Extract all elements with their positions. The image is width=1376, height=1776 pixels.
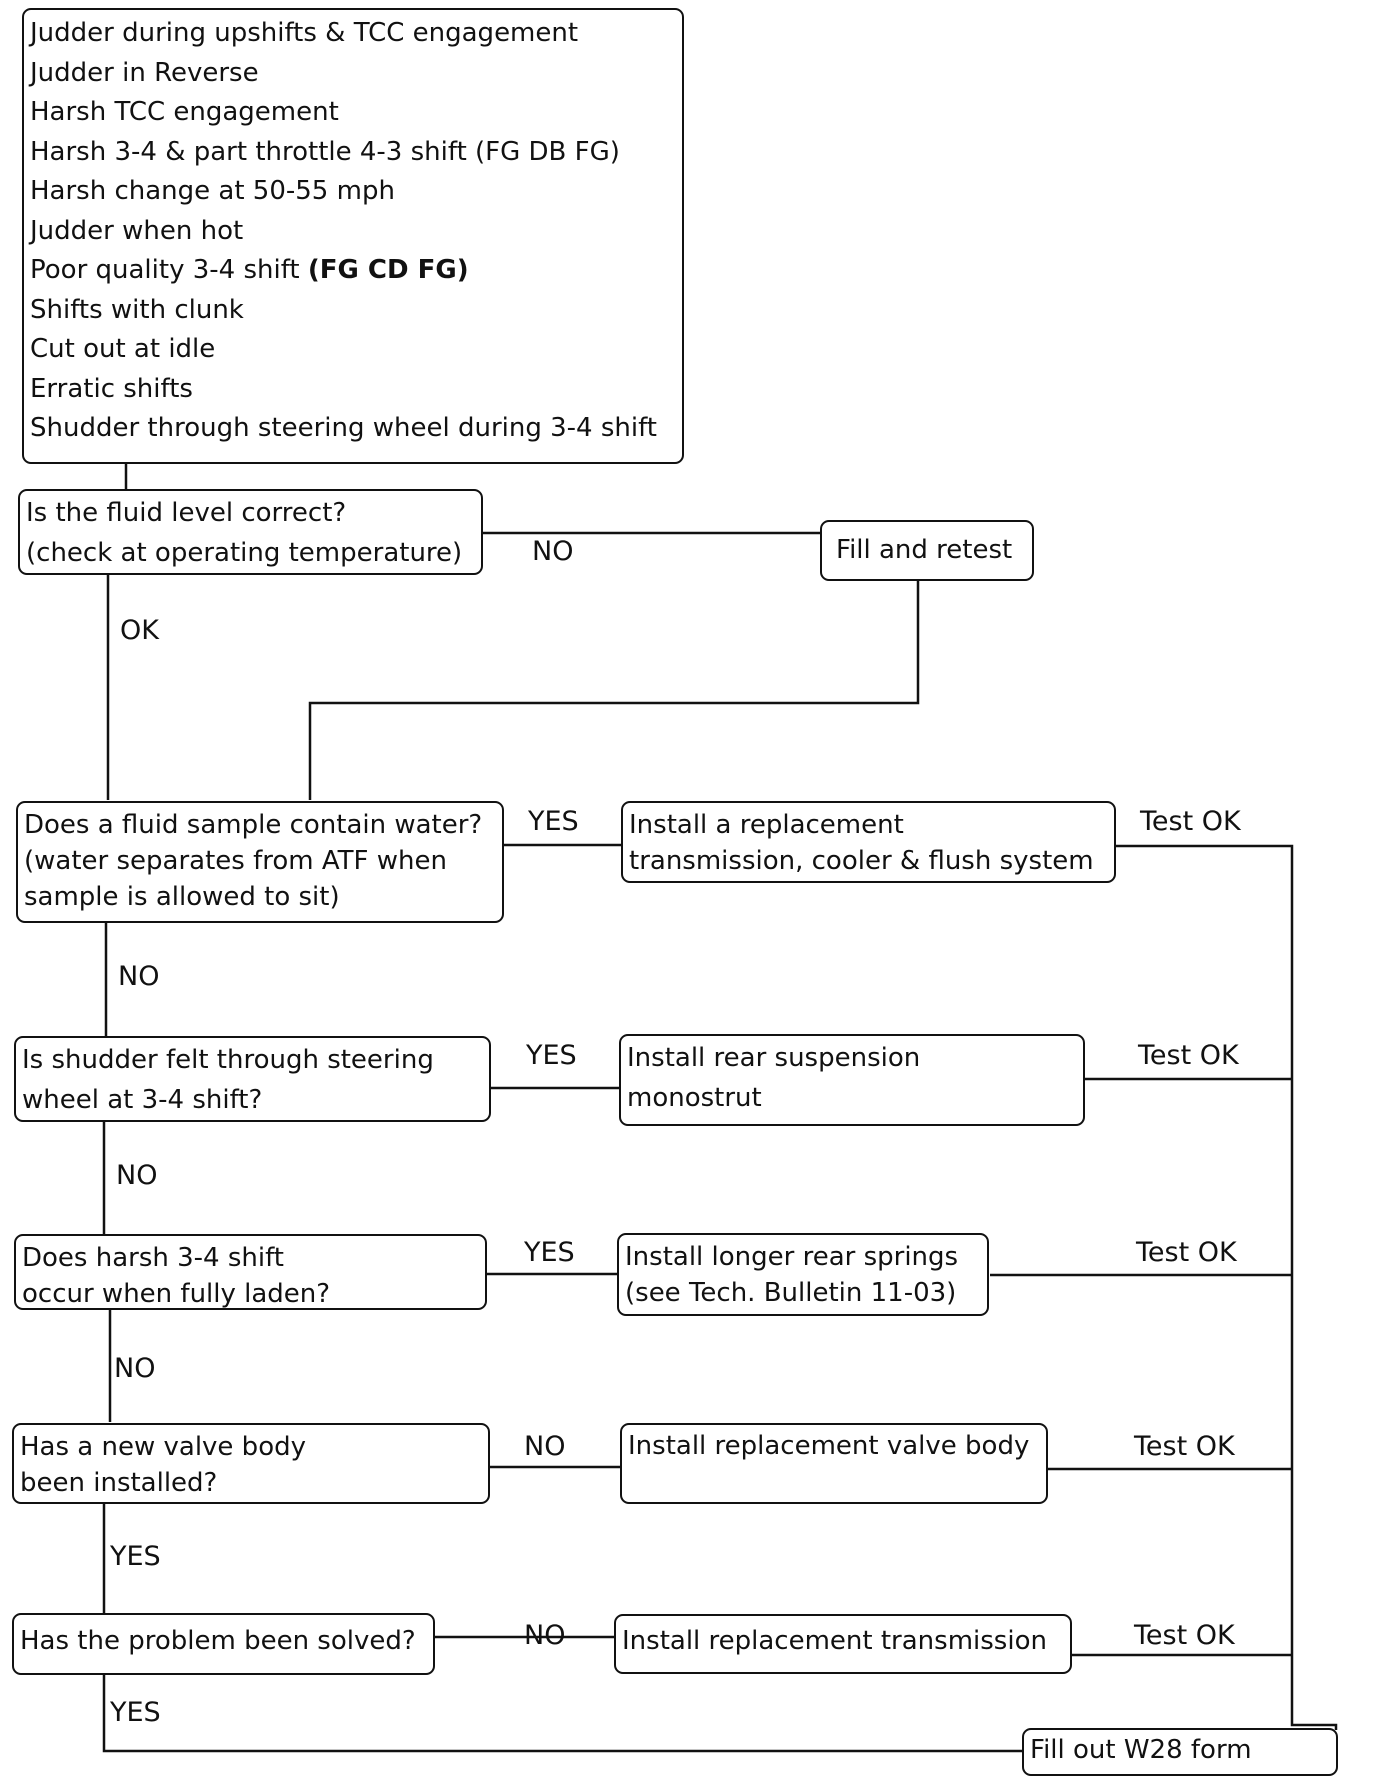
valve-body-question: Has a new valve body been installed? <box>12 1423 490 1504</box>
ok-label: OK <box>120 615 159 646</box>
fluid-level-question: Is the fluid level correct? (check at op… <box>18 489 483 575</box>
symptom-item: Judder during upshifts & TCC engagement <box>30 18 579 48</box>
shudder-question: Is shudder felt through steering wheel a… <box>14 1036 491 1122</box>
fill-out-w28-form: Fill out W28 form <box>1022 1728 1338 1776</box>
symptom-text: Poor quality 3-4 shift <box>30 255 300 285</box>
yes-label: YES <box>528 806 579 837</box>
question-line: wheel at 3-4 shift? <box>22 1085 263 1115</box>
yes-label: YES <box>110 1541 161 1572</box>
action-line: (see Tech. Bulletin 11-03) <box>625 1278 957 1308</box>
symptom-item: Poor quality 3-4 shift (FG CD FG) <box>30 251 676 291</box>
no-label: NO <box>118 961 160 992</box>
problem-solved-question: Has the problem been solved? <box>12 1613 435 1675</box>
symptoms-box: Judder during upshifts & TCC engagement … <box>22 8 684 464</box>
test-ok-label: Test OK <box>1134 1431 1235 1462</box>
action-line: Install a replacement <box>629 810 904 840</box>
fill-retest-action: Fill and retest <box>820 520 1034 581</box>
symptom-item: Erratic shifts <box>30 373 193 404</box>
symptom-item: Harsh 3-4 & part throttle 4-3 shift (FG … <box>30 136 620 167</box>
longer-rear-springs-action: Install longer rear springs (see Tech. B… <box>617 1233 989 1316</box>
question-line: Is the fluid level correct? <box>26 498 347 528</box>
symptom-item: Shudder through steering wheel during 3-… <box>30 413 657 443</box>
test-ok-label: Test OK <box>1134 1620 1235 1651</box>
question-line: occur when fully laden? <box>22 1279 331 1309</box>
replacement-transmission-flush-action: Install a replacement transmission, cool… <box>621 801 1116 883</box>
action-line: transmission, cooler & flush system <box>629 846 1094 876</box>
no-label: NO <box>524 1620 566 1651</box>
question-line: Has the problem been solved? <box>20 1626 416 1656</box>
yes-label: YES <box>526 1040 577 1071</box>
yes-label: YES <box>110 1697 161 1728</box>
question-line: sample is allowed to sit) <box>24 882 340 912</box>
action-line: Install replacement valve body <box>628 1431 1030 1461</box>
test-ok-label: Test OK <box>1140 806 1241 837</box>
action-line: monostrut <box>627 1083 762 1113</box>
action-line: Fill out W28 form <box>1030 1735 1252 1765</box>
symptom-code: (FG CD FG) <box>307 255 469 285</box>
symptom-item: Harsh TCC engagement <box>30 97 339 127</box>
replacement-transmission-action: Install replacement transmission <box>614 1614 1072 1674</box>
no-label: NO <box>116 1160 158 1191</box>
no-label: NO <box>114 1353 156 1384</box>
no-label: NO <box>524 1431 566 1462</box>
symptom-item: Harsh change at 50-55 mph <box>30 176 395 206</box>
replacement-valve-body-action: Install replacement valve body <box>620 1423 1048 1504</box>
symptom-item: Shifts with clunk <box>30 294 244 325</box>
harsh-shift-question: Does harsh 3-4 shift occur when fully la… <box>14 1234 487 1310</box>
test-ok-label: Test OK <box>1136 1237 1237 1268</box>
question-line: (check at operating temperature) <box>26 538 463 568</box>
test-ok-label: Test OK <box>1138 1040 1239 1071</box>
question-line: been installed? <box>20 1468 218 1498</box>
question-line: Does harsh 3-4 shift <box>22 1243 284 1273</box>
symptom-item: Judder when hot <box>30 215 244 246</box>
action-line: Install replacement transmission <box>622 1626 1047 1656</box>
action-line: Fill and retest <box>836 535 1013 565</box>
symptom-item: Cut out at idle <box>30 334 216 364</box>
action-line: Install rear suspension <box>627 1043 921 1073</box>
no-label: NO <box>532 536 574 567</box>
question-line: (water separates from ATF when <box>24 846 447 876</box>
question-line: Is shudder felt through steering <box>22 1045 434 1075</box>
rear-suspension-monostrut-action: Install rear suspension monostrut <box>619 1034 1085 1126</box>
question-line: Has a new valve body <box>20 1432 306 1462</box>
question-line: Does a fluid sample contain water? <box>24 810 483 840</box>
symptom-item: Judder in Reverse <box>30 57 259 88</box>
action-line: Install longer rear springs <box>625 1242 959 1272</box>
yes-label: YES <box>524 1237 575 1268</box>
water-question: Does a fluid sample contain water? (wate… <box>16 801 504 923</box>
